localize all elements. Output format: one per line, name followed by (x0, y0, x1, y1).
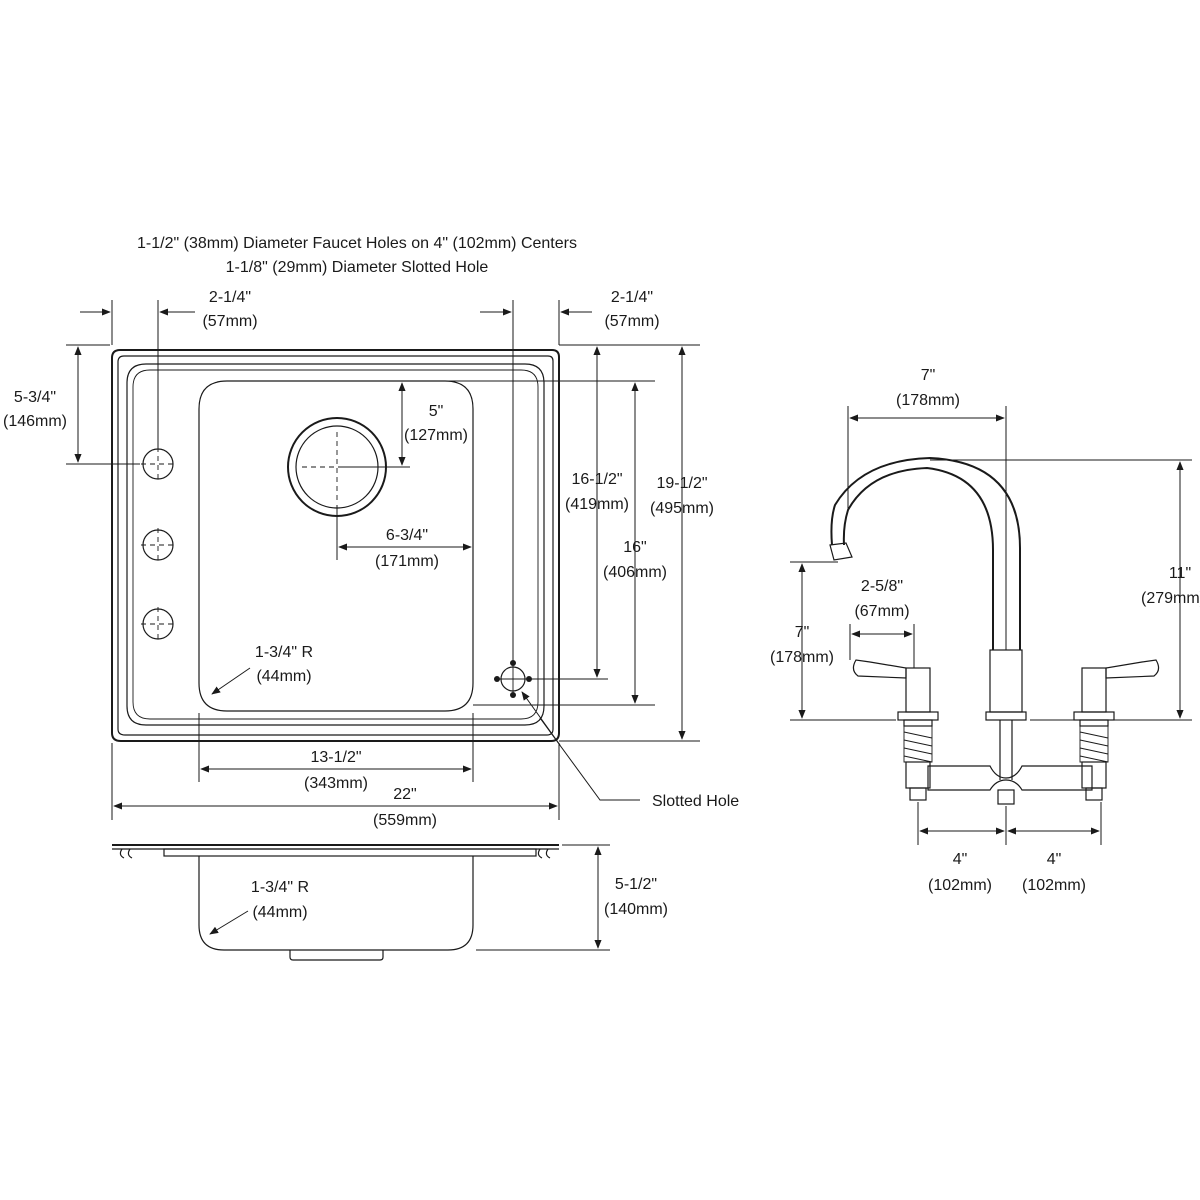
dim-left-offset-mm: (57mm) (202, 313, 257, 330)
dim-left-offset-in: 2-1/4" (209, 289, 251, 306)
dim-overall-width-mm: (559mm) (373, 812, 437, 829)
dim-side-radius-in: 1-3/4" R (251, 879, 309, 896)
dim-drain-side-mm: (171mm) (375, 553, 439, 570)
sink-top-view (111, 349, 560, 742)
faucet-dimensions: 7" (178mm) 11" (279mm) 7" (178mm) 2-5/8"… (770, 367, 1200, 894)
faucet-body (989, 649, 1023, 713)
side-view-dimensions: 1-3/4" R (44mm) 5-1/2" (140mm) (209, 844, 668, 951)
dim-overall-depth-in: 19-1/2" (656, 475, 707, 492)
faucet-hole-3 (141, 607, 175, 641)
faucet-left-handle (852, 659, 907, 679)
dim-right-center-mm: (102mm) (1022, 877, 1086, 894)
dim-corner-radius-in: 1-3/4" R (255, 644, 313, 661)
faucet-bridge (927, 765, 1093, 791)
dim-height-in: 11" (1169, 565, 1191, 582)
sink-deck-edge (126, 363, 545, 726)
dim-corner-radius-mm: (44mm) (256, 668, 311, 685)
dim-bowl-width-mm: (343mm) (304, 775, 368, 792)
dim-bowl-width-in: 13-1/2" (310, 749, 361, 766)
sink-outer-rim (111, 349, 560, 742)
sink-bowl (198, 380, 474, 712)
dim-handle-in: 2-5/8" (861, 578, 903, 595)
dim-spout-height-in: 7" (795, 624, 810, 641)
faucet-right-handle (1105, 659, 1160, 679)
faucet-spout (842, 466, 994, 650)
note-faucet-holes: 1-1/2" (38mm) Diameter Faucet Holes on 4… (137, 235, 577, 252)
dim-left-center-in: 4" (953, 851, 968, 868)
dim-spout-height-mm: (178mm) (770, 649, 834, 666)
faucet-elevation (829, 456, 1160, 805)
sink-side-view (112, 844, 559, 961)
slotted-hole (494, 660, 532, 698)
faucet-hole-1 (141, 447, 175, 481)
dim-left-center-mm: (102mm) (928, 877, 992, 894)
dim-reach-mm: (178mm) (896, 392, 960, 409)
dim-drain-side-in: 6-3/4" (386, 527, 428, 544)
top-view-dimensions: 2-1/4" (57mm) 2-1/4" (57mm) 5-3/4" (146m… (3, 289, 739, 829)
dim-bowl-depth-mm: (140mm) (604, 901, 668, 918)
faucet-right-valve (1073, 659, 1160, 801)
dim-hole-depth-in: 5-3/4" (14, 389, 56, 406)
dim-right-center-in: 4" (1047, 851, 1062, 868)
dim-drain-back-in: 5" (429, 403, 444, 420)
sink-side-bowl (198, 856, 474, 951)
dim-handle-mm: (67mm) (854, 603, 909, 620)
dim-bowl-inner-mm: (406mm) (603, 564, 667, 581)
dim-right-offset-in: 2-1/4" (611, 289, 653, 306)
dim-bowl-depth-in: 5-1/2" (615, 876, 657, 893)
note-slotted-hole: 1-1/8" (29mm) Diameter Slotted Hole (226, 259, 489, 276)
dim-overall-depth-mm: (495mm) (650, 500, 714, 517)
faucet-left-valve (852, 659, 939, 801)
dim-bowl-outer-in: 16-1/2" (571, 471, 622, 488)
dim-side-radius-mm: (44mm) (252, 904, 307, 921)
dim-hole-depth-mm: (146mm) (3, 413, 67, 430)
dim-overall-width-in: 22" (393, 786, 416, 803)
dim-bowl-inner-in: 16" (623, 539, 646, 556)
dim-reach-in: 7" (921, 367, 936, 384)
dim-right-offset-mm: (57mm) (604, 313, 659, 330)
faucet-hole-2 (141, 528, 175, 562)
dim-drain-back-mm: (127mm) (404, 427, 468, 444)
dim-bowl-outer-mm: (419mm) (565, 496, 629, 513)
label-slotted-hole: Slotted Hole (652, 793, 739, 810)
dim-height-mm: (279mm) (1141, 590, 1200, 607)
